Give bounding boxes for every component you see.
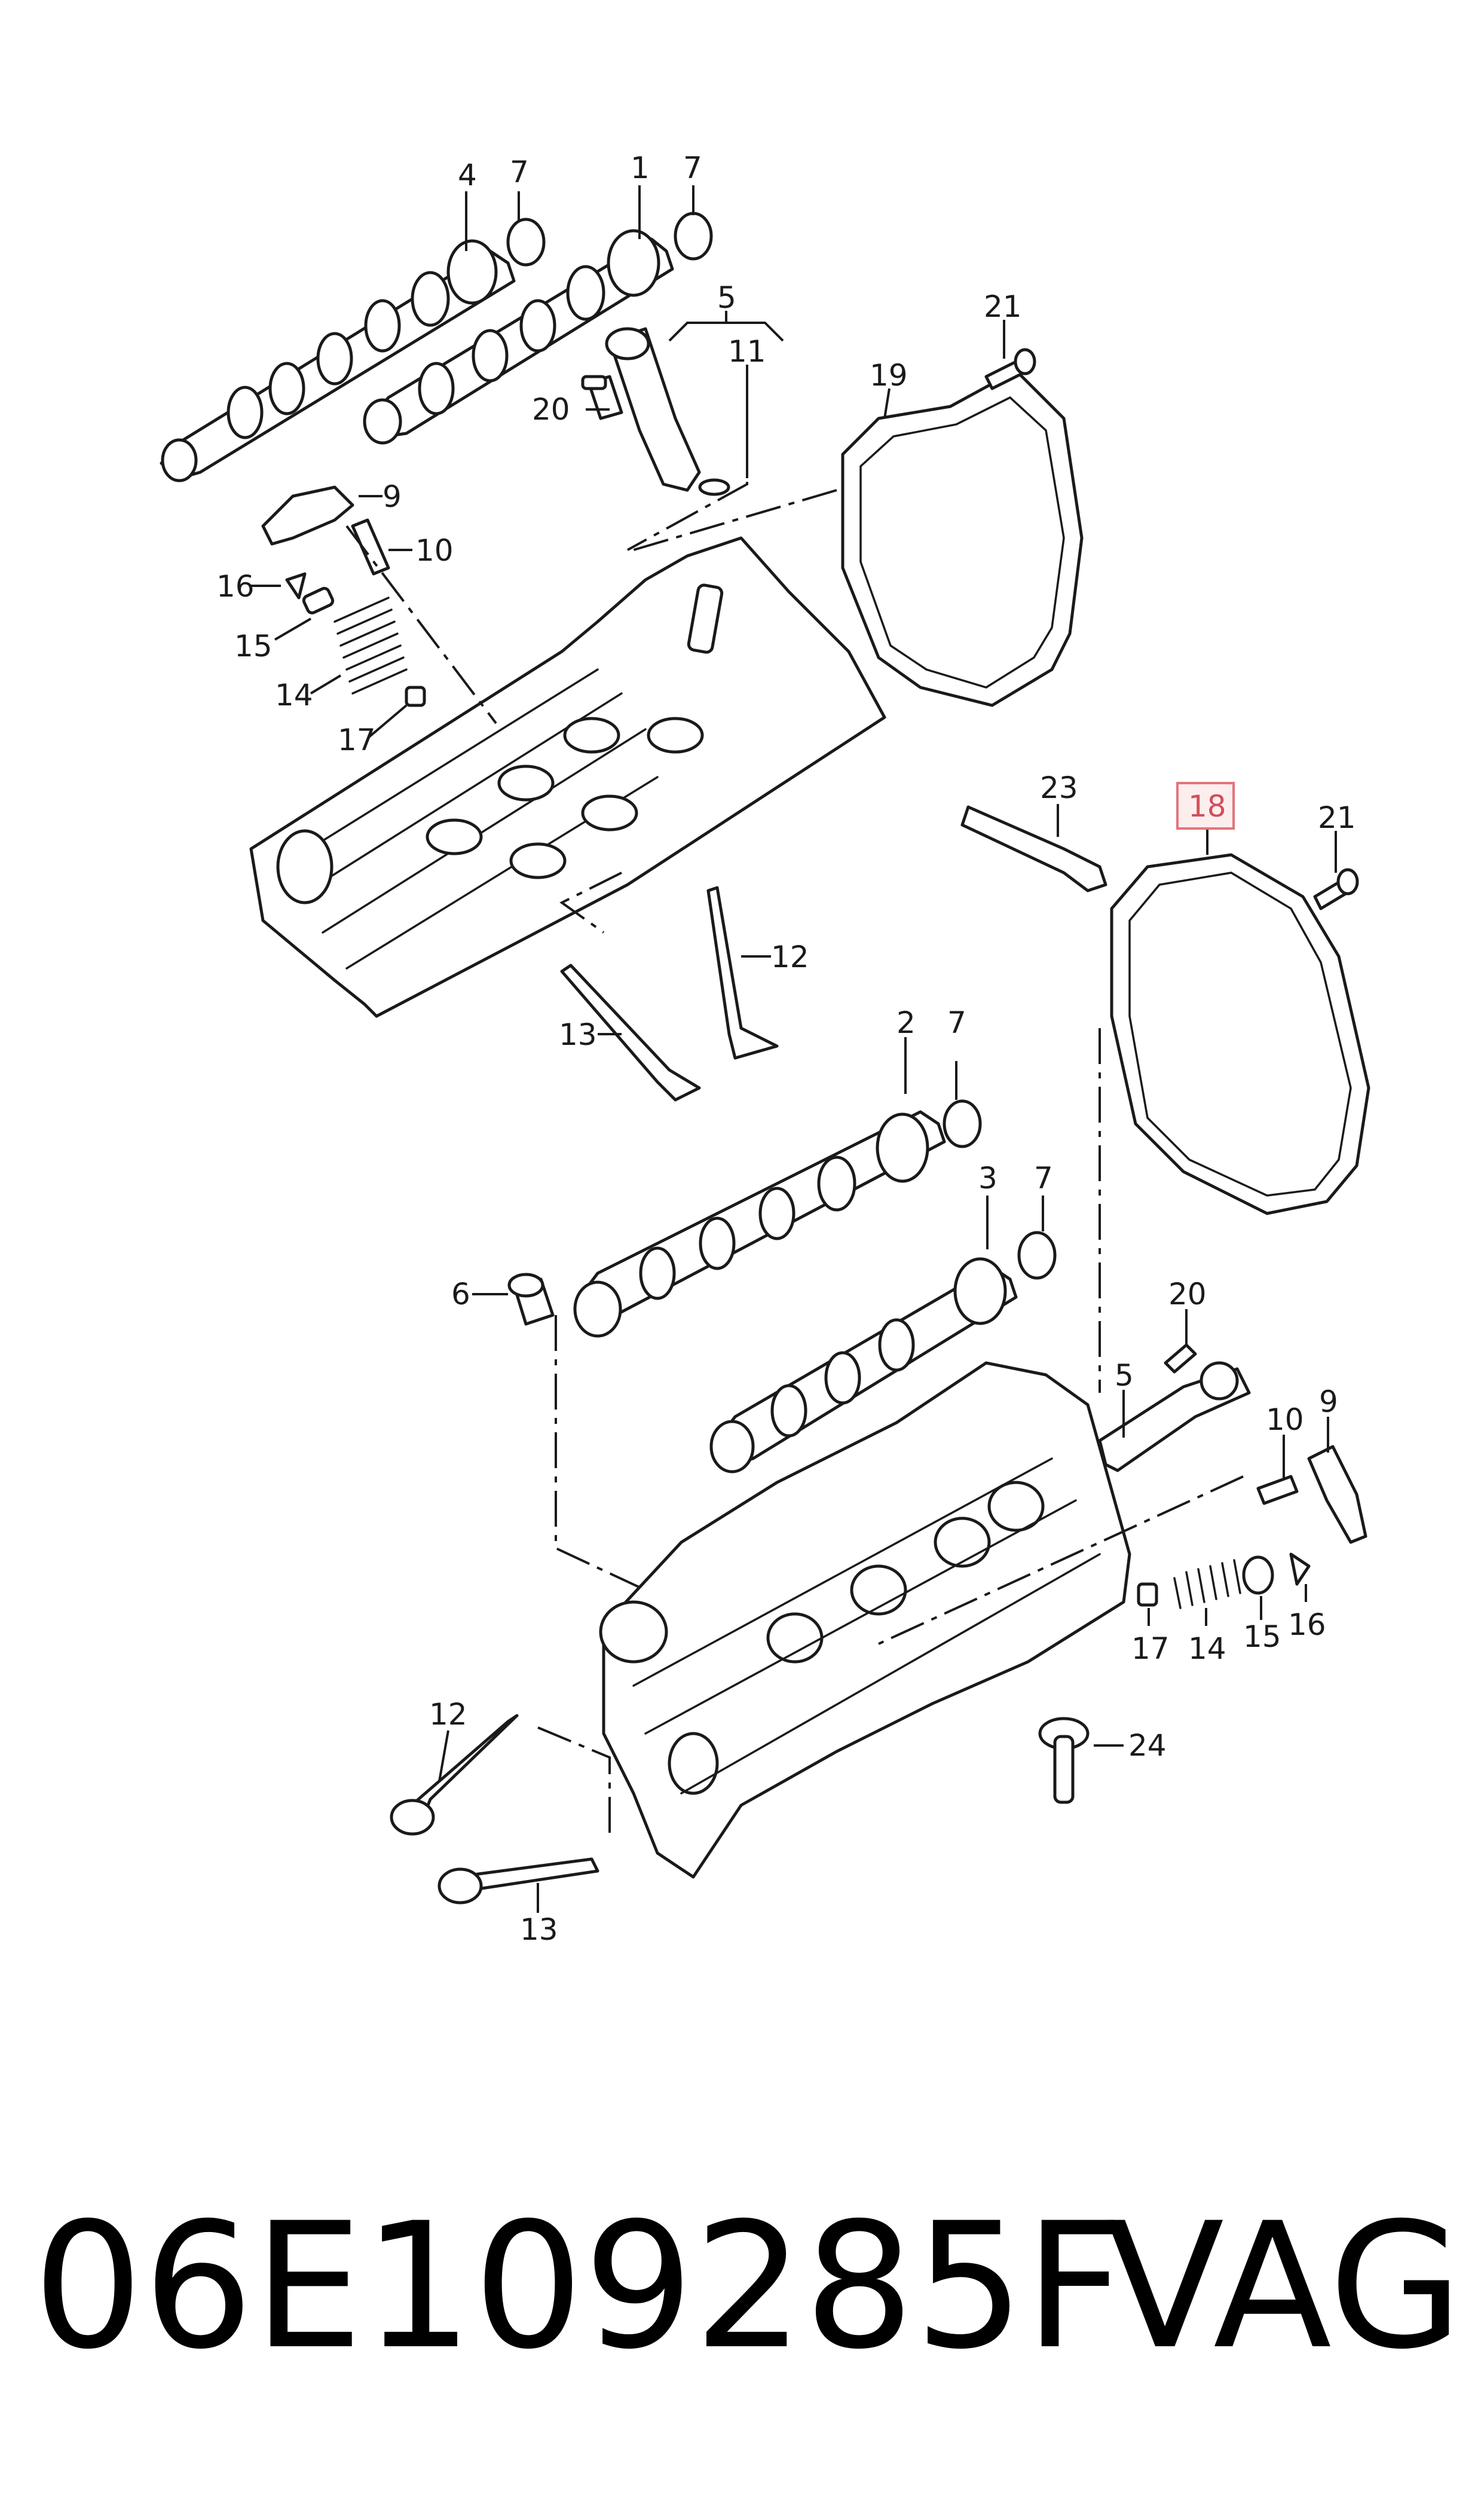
callout-15a: 15 (234, 629, 273, 664)
seal-ring-7-upper-left (506, 218, 546, 267)
hydraulic-element-10-upper (351, 518, 390, 576)
callout-16b: 16 (1288, 1607, 1326, 1642)
camshaft-3 (709, 1257, 1018, 1473)
callout-20a: 20 (532, 392, 570, 427)
bolt-21-upper (984, 348, 1036, 390)
callout-23: 23 (1040, 771, 1078, 805)
callout-17a: 17 (338, 723, 376, 757)
callout-15b: 15 (1243, 1619, 1281, 1654)
plug-6 (507, 1273, 555, 1326)
control-valve-5-lower (1098, 1361, 1251, 1472)
callout-9a: 9 (383, 479, 402, 514)
roller-rocker-9-lower (1307, 1445, 1367, 1544)
bolt-20-upper (581, 375, 623, 420)
callout-16a: 16 (216, 569, 255, 604)
cover-gasket-18 (1110, 853, 1370, 1215)
callout-21b: 21 (1318, 800, 1356, 835)
callout-19: 19 (870, 358, 908, 393)
exhaust-valve-13-lower (437, 1857, 599, 1904)
seal-ring-7-lower-right (1017, 1231, 1057, 1280)
seal-ring-7-lower-left (943, 1099, 982, 1148)
callout-20b: 20 (1168, 1277, 1207, 1312)
valve-keeper-16-lower (1289, 1552, 1311, 1586)
pin-24 (1038, 1717, 1090, 1804)
callout-21a: 21 (984, 289, 1022, 324)
callout-12b: 12 (429, 1697, 467, 1732)
callout-3: 3 (978, 1161, 998, 1196)
bolt-20-lower (1164, 1343, 1197, 1374)
spring-cap-15-upper (302, 586, 335, 615)
valve-spring-14-upper (333, 597, 408, 695)
callout-labels: 4 7 1 7 5 11 20 21 19 9 10 16 15 14 17 1… (216, 151, 1356, 1947)
camshaft-1 (363, 229, 674, 445)
callout-5a: 5 (717, 280, 736, 315)
camshaft-4 (160, 239, 516, 482)
callout-18-highlight: 18 (1176, 782, 1235, 830)
assembly-line-plug-6 (555, 1315, 646, 1591)
hydraulic-element-10-lower (1256, 1475, 1299, 1505)
callout-2: 2 (896, 1005, 916, 1040)
cover-gasket-19 (841, 369, 1084, 707)
callout-5b: 5 (1115, 1358, 1134, 1393)
assembly-line-upper-2 (633, 489, 837, 551)
assembly-line-rocker-lower (878, 1475, 1244, 1645)
exhaust-valve-13-upper (560, 964, 701, 1102)
callout-12a: 12 (771, 940, 809, 974)
intake-valve-12-lower (390, 1714, 519, 1836)
callout-6: 6 (451, 1277, 470, 1312)
o-ring-11 (698, 478, 730, 496)
assembly-line-upper-4 (559, 872, 622, 934)
callout-17b: 17 (1131, 1631, 1170, 1666)
callout-24: 24 (1128, 1728, 1167, 1763)
callout-7a: 7 (510, 155, 529, 189)
callout-13b: 13 (520, 1912, 558, 1947)
brand-name: VAG (1106, 2186, 1463, 2387)
spring-cap-15-lower (1242, 1555, 1274, 1595)
valve-stem-seal-17-upper (405, 686, 426, 707)
assembly-line-upper-3 (345, 525, 497, 724)
camshaft-2 (573, 1110, 946, 1338)
callout-1: 1 (631, 151, 650, 185)
callout-7d: 7 (1034, 1161, 1053, 1196)
cylinder-head-upper (249, 536, 886, 1018)
seal-ring-7-upper-right (674, 212, 713, 261)
intake-valve-12-upper (706, 886, 779, 1060)
control-valve-5-upper (605, 327, 701, 492)
callout-13a: 13 (559, 1017, 597, 1052)
assembly-line-valves-lower (537, 1726, 611, 1841)
valve-spring-14-lower (1173, 1559, 1241, 1609)
callout-10a: 10 (415, 533, 454, 568)
sealant-tube-23 (960, 805, 1107, 892)
valve-stem-seal-17-lower (1137, 1582, 1158, 1607)
part-number: 06E109285F (33, 2186, 1124, 2387)
callout-14a: 14 (275, 678, 313, 713)
callout-leaders (251, 185, 1337, 1913)
callout-7c: 7 (947, 1005, 966, 1040)
callout-4: 4 (458, 158, 477, 192)
callout-14b: 14 (1188, 1631, 1226, 1666)
highlight-box (1176, 782, 1235, 830)
cylinder-head-lower (599, 1361, 1131, 1879)
callout-18: 18 (1188, 789, 1226, 824)
roller-rocker-9-upper (261, 485, 354, 546)
callout-11: 11 (728, 334, 766, 369)
callout-9b: 9 (1319, 1384, 1338, 1419)
valve-keeper-16-upper (285, 572, 307, 600)
bolt-21-middle (1313, 868, 1359, 910)
assembly-line-upper-1 (627, 365, 748, 551)
callout-7b: 7 (683, 151, 702, 185)
callout-10b: 10 (1266, 1402, 1304, 1437)
